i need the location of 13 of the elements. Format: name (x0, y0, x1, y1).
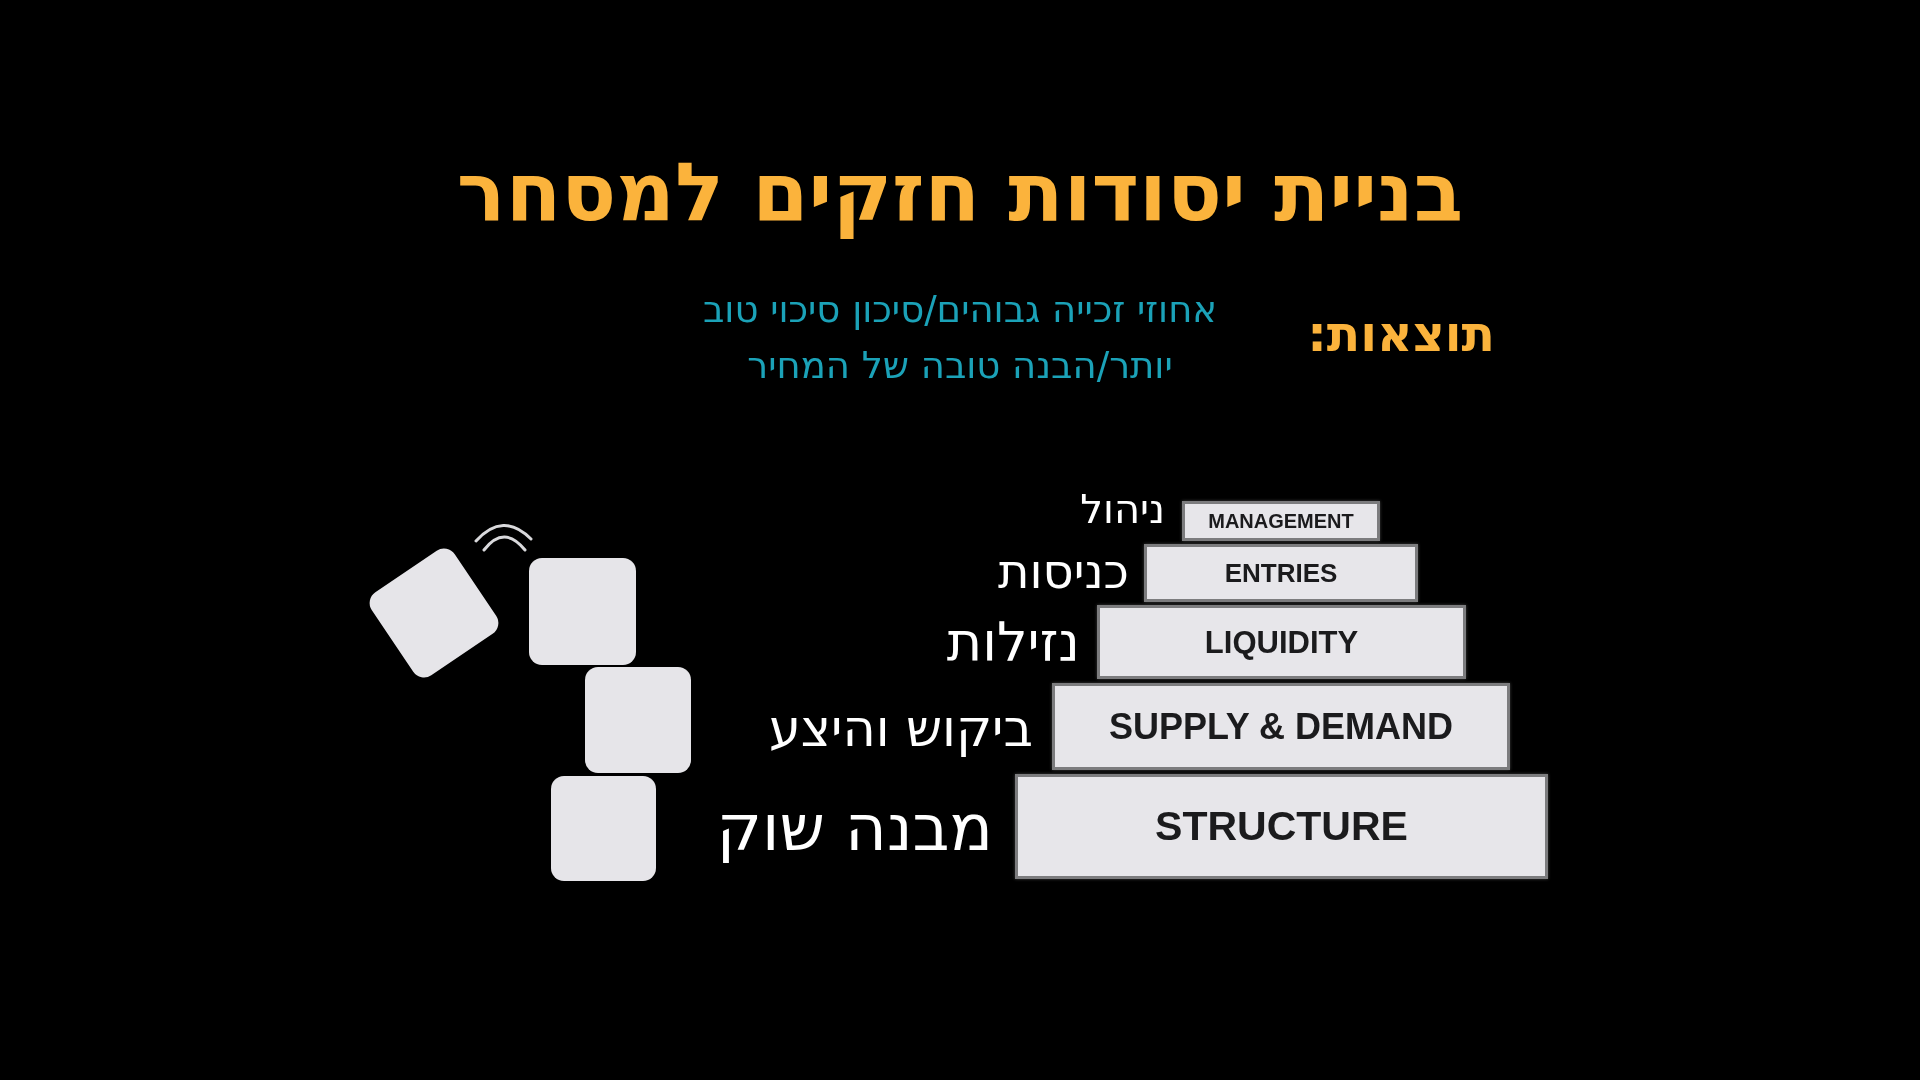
tier-label: SUPPLY & DEMAND (1108, 708, 1454, 745)
tier-caption: ניהול (1080, 485, 1165, 533)
slide-title: בניית יסודות חזקים למסחר (456, 146, 1464, 240)
results-heading: תוצאות: (1307, 306, 1495, 365)
tier-label: STRUCTURE (1155, 806, 1408, 847)
tier-caption: כניסות (997, 543, 1129, 601)
tier-label: MANAGEMENT (1208, 511, 1354, 531)
tier-label: ENTRIES (1224, 560, 1338, 586)
tier-label: LIQUIDITY (1204, 626, 1359, 658)
tier-caption: נזילות (946, 610, 1080, 676)
results-text: אחוזי זכייה גבוהים/סיכון סיכוי טוב יותר/הבנה טובה של המחיר (701, 287, 1219, 389)
tier-caption: ביקוש והיצע (768, 698, 1033, 760)
tier-caption: מבנה שוק (716, 789, 993, 867)
